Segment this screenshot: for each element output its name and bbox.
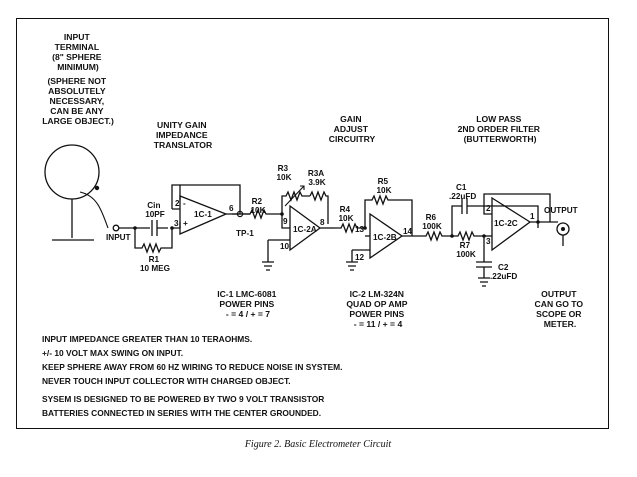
opamp-ic2a (262, 204, 335, 271)
cin-label: Cin 10PF (145, 201, 165, 219)
ic2a-pin-plus: 10 (280, 242, 290, 251)
r3-label: R3 10K (276, 164, 291, 182)
ic2a-label: 1C-2A (293, 225, 317, 234)
sphere-note-label: (SPHERE NOT ABSOLUTELY NECESSARY, CAN BE… (42, 76, 114, 126)
r4-label: R4 10K (338, 205, 353, 223)
diagram-frame (16, 18, 609, 429)
output-label: OUTPUT (544, 206, 578, 215)
unity-gain-label: UNITY GAIN IMPEDANCE TRANSLATOR (154, 120, 213, 150)
r3a-label: R3A 3.9K (308, 169, 326, 187)
specification-notes: INPUT IMPEDANCE GREATER THAN 10 TERAOHMS… (42, 334, 345, 418)
input-label: INPUT (106, 233, 131, 242)
ic2a-pin-minus: 9 (283, 217, 288, 226)
r2-label: R2 10K (250, 197, 265, 215)
resistor-r5 (363, 194, 413, 236)
tp1-node (236, 210, 244, 218)
ic1-minus-sign: - (183, 199, 186, 208)
resistor-r2 (243, 208, 282, 220)
capacitor-c1 (450, 198, 539, 238)
ic1-plus-sign: + (183, 219, 188, 228)
c1-label: C1 .22uFD (449, 183, 476, 201)
resistor-r7 (452, 230, 484, 242)
input-node (112, 224, 120, 232)
sphere-terminal (44, 144, 109, 241)
ic1-pin-minus: 2 (175, 199, 180, 208)
r7-label: R7 100K (456, 241, 476, 259)
capacitor-cin (151, 220, 168, 236)
ic1-power-note: IC-1 LMC-6081 POWER PINS - = 4 / + = 7 (217, 289, 279, 319)
ic2c-pin-out: 1 (530, 212, 535, 221)
r5-label: R5 10K (376, 177, 391, 195)
resistor-r6 (420, 230, 452, 242)
input-terminal-label: INPUT TERMINAL (8" SPHERE MINIMUM) (52, 32, 104, 72)
c2-label: C2 .22uFD (490, 263, 517, 281)
ic2b-pin-plus: 12 (355, 253, 365, 262)
opamp-ic2c (483, 193, 558, 252)
ic2c-pin-plus: 3 (486, 237, 491, 246)
gain-adjust-label: GAIN ADJUST CIRCUITRY (329, 114, 376, 144)
r1-label: R1 10 MEG (140, 255, 170, 273)
output-note: OUTPUT CAN GO TO SCOPE OR METER. (535, 289, 586, 329)
ic2a-pin-out: 8 (320, 218, 325, 227)
resistor-r3-r3a (281, 185, 329, 224)
ic2b-label: 1C-2B (373, 233, 397, 242)
r6-label: R6 100K (422, 213, 442, 231)
ic2-power-note: IC-2 LM-324N QUAD OP AMP POWER PINS - = … (346, 289, 409, 329)
capacitor-c2 (476, 234, 492, 287)
output-jack (556, 222, 570, 246)
figure-caption: Figure 2. Basic Electrometer Circuit (244, 439, 392, 450)
ic1-label: 1C-1 (194, 210, 212, 219)
ic2b-pin-out: 14 (403, 227, 413, 236)
ic1-pin-out: 6 (229, 204, 234, 213)
ic2b-pin-minus: 13 (355, 225, 365, 234)
ic2c-label: 1C-2C (494, 219, 518, 228)
low-pass-label: LOW PASS 2ND ORDER FILTER (BUTTERWORTH) (458, 114, 543, 144)
opamp-ic2b (346, 212, 420, 271)
ic2c-pin-minus: 2 (486, 204, 491, 213)
resistor-r1 (133, 226, 174, 254)
resistor-r4 (335, 222, 365, 234)
tp1-label: TP-1 (236, 229, 254, 238)
ic1-pin-plus: 3 (174, 219, 179, 228)
